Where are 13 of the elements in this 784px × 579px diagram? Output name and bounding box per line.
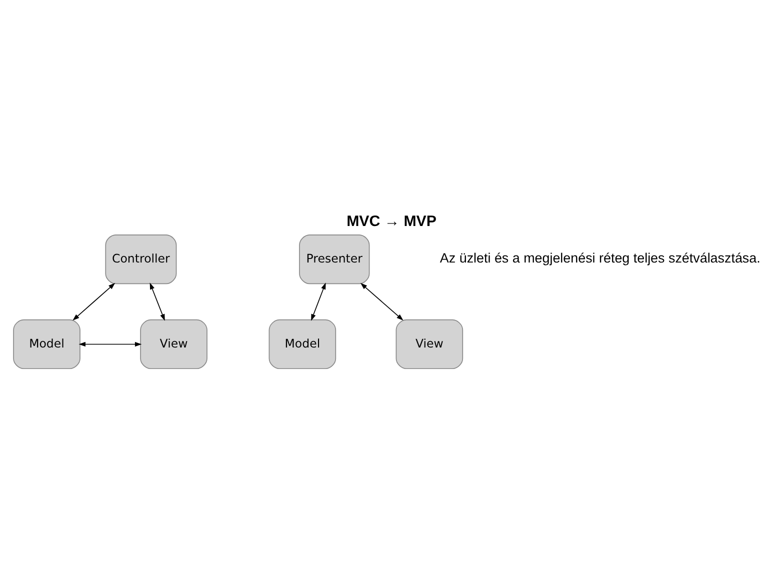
arrow — [311, 282, 326, 320]
node-box: View — [396, 318, 464, 369]
label: Az üzleti és a megjelenési réteg teljes szétválasztása. — [440, 250, 760, 265]
node-box: View — [140, 318, 208, 369]
arrow — [72, 282, 116, 320]
arrow — [360, 282, 404, 320]
node-box: Presenter — [299, 234, 370, 284]
arrow — [78, 341, 142, 346]
node-box: Controller — [105, 234, 177, 284]
arrow — [150, 282, 165, 320]
node-box: Model — [268, 318, 336, 369]
diagram-title: MVC → MVP — [346, 212, 437, 230]
node-box: Model — [13, 318, 80, 369]
